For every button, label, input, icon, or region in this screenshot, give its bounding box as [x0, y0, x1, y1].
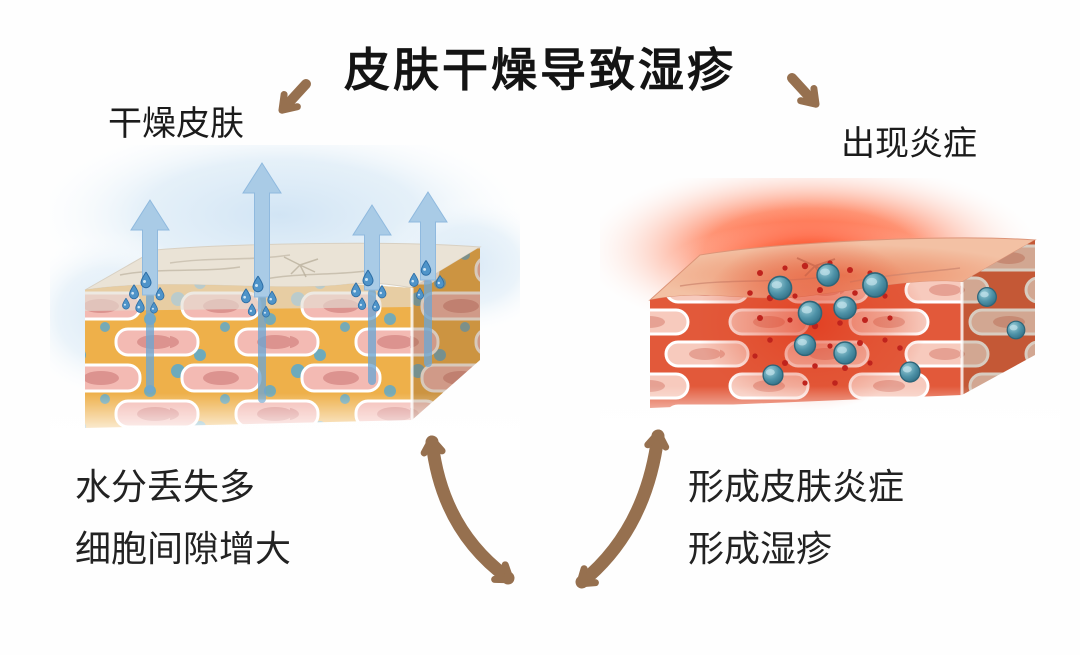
inflamed-skin-illustration [600, 178, 1060, 440]
inflamed-side-face [960, 240, 1035, 395]
caption-line-cell-gaps: 细胞间隙增大 [75, 528, 292, 569]
skin-front-face [85, 284, 412, 428]
arrow-down-left-icon [278, 79, 311, 114]
inflammation-caption: 形成皮肤炎症 形成湿疹 [688, 456, 904, 580]
arrow-down-right-icon [787, 73, 820, 108]
caption-line-skin-inflammation: 形成皮肤炎症 [688, 466, 905, 507]
caption-line-water-loss: 水分丢失多 [75, 466, 256, 507]
inflammation-label: 出现炎症 [841, 125, 977, 163]
dry-surface-top [84, 242, 482, 291]
moisture-channels [146, 279, 432, 403]
evaporation-arrows-icon [130, 162, 448, 298]
page-title: 皮肤干燥导致湿疹 [344, 44, 736, 96]
dry-skin-illustration [50, 145, 520, 450]
curved-double-arrows-icon [420, 429, 670, 589]
dry-skin-caption: 水分丢失多 细胞间隙增大 [75, 456, 291, 580]
dry-skin-label: 干燥皮肤 [108, 105, 244, 143]
caption-line-eczema: 形成湿疹 [688, 528, 833, 569]
